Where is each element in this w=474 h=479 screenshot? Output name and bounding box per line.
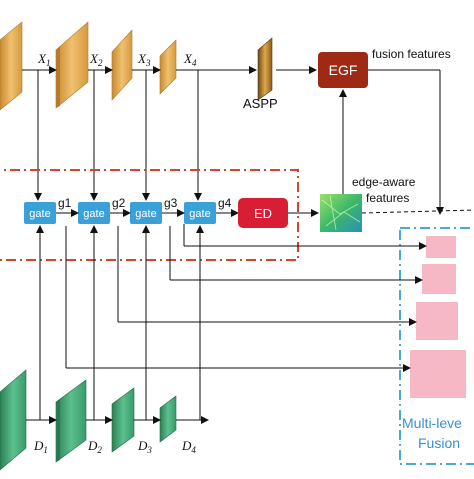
edge-dashed-line	[361, 209, 474, 214]
egf-label: EGF	[329, 62, 358, 78]
encoder-label-1: X1	[37, 51, 50, 68]
gate-output-3: g3	[164, 196, 178, 210]
aspp-label: ASPP	[243, 96, 278, 111]
gate-output-2: g2	[112, 196, 126, 210]
multilevel-label-2: Fusion	[418, 435, 460, 451]
decoder-label-1: D1	[33, 438, 48, 455]
decoder-label-2: D2	[87, 438, 102, 455]
gate-region-border	[0, 169, 299, 261]
decoder-label-3: D3	[137, 438, 152, 455]
encoder-block-1	[0, 21, 23, 111]
decoder-to-gate-lines	[36, 225, 204, 420]
ed-box: ED	[238, 198, 288, 228]
gate-label-3: gate	[135, 208, 156, 220]
multilevel-label-1: Multi-leve	[402, 415, 462, 431]
ed-label: ED	[254, 206, 272, 221]
gate-label-2: gate	[83, 208, 104, 220]
encoder-block-4	[159, 39, 177, 95]
fusion-block-1	[426, 236, 456, 258]
gate-label-1: gate	[29, 208, 50, 220]
egf-box: EGF	[318, 52, 368, 88]
encoder-label-3: X3	[137, 51, 151, 68]
decoder-label-4: D4	[181, 438, 196, 455]
encoder-block-2	[55, 21, 89, 109]
gate-output-1: g1	[58, 196, 72, 210]
decoder-block-1	[0, 369, 27, 471]
gate-box-4: gate	[184, 202, 216, 224]
edge-aware-label-1: edge-aware	[352, 175, 416, 189]
fusion-input-lines	[65, 224, 427, 372]
gate-output-4: g4	[218, 196, 232, 210]
decoder-block-2	[55, 379, 87, 463]
fusion-block-2	[422, 264, 456, 294]
decoder-block-4	[159, 395, 177, 443]
fusion-features-arrow	[368, 69, 444, 215]
encoder-label-4: X4	[183, 51, 197, 68]
fusion-block-4	[410, 350, 466, 398]
gate-box-1: gate	[24, 202, 56, 224]
gate-box-3: gate	[130, 202, 162, 224]
multilevel-fusion-region	[399, 227, 474, 465]
gate-label-4: gate	[189, 208, 210, 220]
fusion-features-label: fusion features	[372, 47, 451, 61]
fusion-block-3	[416, 302, 458, 340]
encoder-block-3	[111, 29, 133, 101]
decoder-block-3	[111, 387, 135, 453]
encoder-to-gate-lines	[34, 70, 202, 201]
edge-aware-feature-image	[320, 194, 362, 232]
edge-aware-label-2: features	[366, 191, 409, 205]
gate-box-2: gate	[78, 202, 110, 224]
encoder-label-2: X2	[89, 51, 103, 68]
aspp-block	[257, 37, 273, 101]
